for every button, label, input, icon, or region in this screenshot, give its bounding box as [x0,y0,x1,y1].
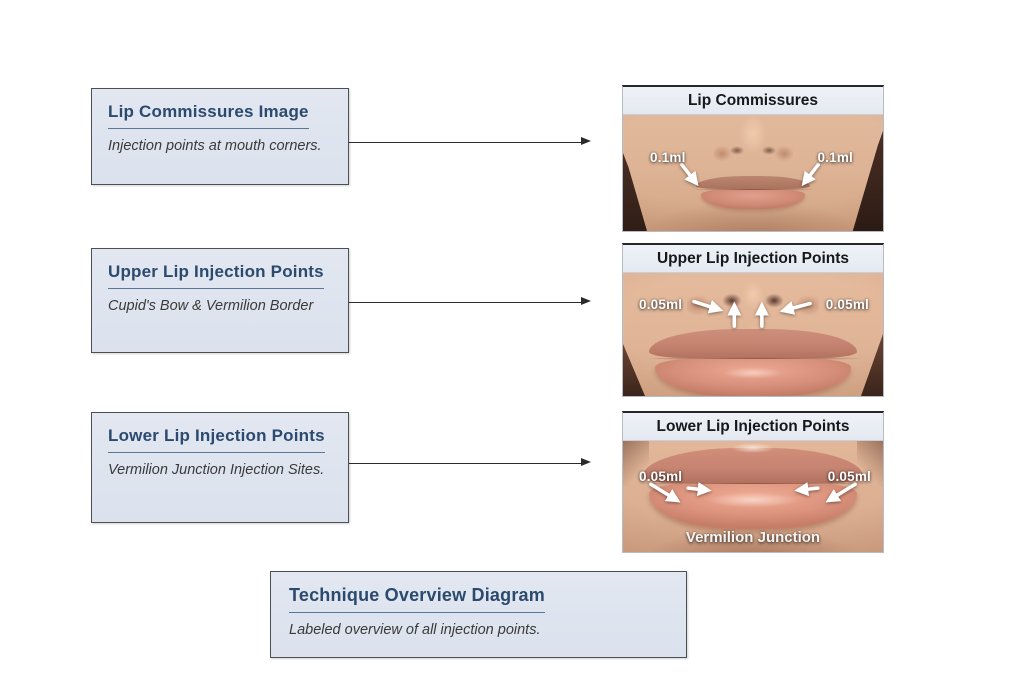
nose-illustration [687,273,819,325]
edge-shading [623,441,649,487]
vermilion-junction-caption: Vermilion Junction [685,529,821,546]
panel-title: Lip Commissures [623,87,883,115]
connector-arrow-icon [349,297,591,306]
lower-lip-shape [649,484,857,529]
face-photo-upper-lip: 0.05ml 0.05ml [623,273,883,396]
annotation-title: Lower Lip Injection Points [108,426,325,453]
annotation-subtitle: Cupid's Bow & Vermilion Border [108,298,314,314]
upper-lip-shape [643,442,863,483]
edge-shading [857,441,883,487]
dosage-label: 0.05ml [639,469,683,484]
lips-illustration [649,329,861,396]
annotation-subtitle: Vermilion Junction Injection Sites. [108,462,325,478]
image-panel-upper-lip: Upper Lip Injection Points [622,243,884,397]
dosage-label: 0.1ml [817,150,853,165]
image-panel-lower-lip: Lower Lip Injection Points 0.05 [622,411,884,553]
injection-arrows-icon [649,482,857,503]
lips-illustration [696,176,812,209]
injection-arrows-icon [692,299,812,328]
dosage-label: 0.05ml [825,297,869,312]
annotation-title: Lip Commissures Image [108,102,309,129]
connector-arrow-icon [349,137,591,146]
annotation-box-lower-lip: Lower Lip Injection Points Vermilion Jun… [91,412,349,523]
face-photo-lip-commissures: 0.1ml 0.1ml [623,115,883,231]
dosage-label: 0.05ml [827,469,871,484]
lower-lip-shape [655,359,851,396]
panel-title: Upper Lip Injection Points [623,245,883,273]
mouth-line-shape [649,357,861,360]
connector-arrow-icon [349,458,591,467]
annotation-box-upper-lip: Upper Lip Injection Points Cupid's Bow &… [91,248,349,353]
annotation-box-lip-commissures: Lip Commissures Image Injection points a… [91,88,349,185]
annotation-title: Technique Overview Diagram [289,585,545,613]
lips-illustration [643,442,867,529]
upper-lip-shape [696,176,810,189]
nose-illustration [713,115,793,164]
annotation-subtitle: Injection points at mouth corners. [108,138,322,154]
panel-title: Lower Lip Injection Points [623,413,883,441]
mouth-line-shape [696,188,812,191]
annotation-subtitle: Labeled overview of all injection points… [289,622,541,638]
dosage-label: 0.1ml [650,150,686,165]
mouth-line-shape [643,482,867,485]
annotation-title: Upper Lip Injection Points [108,262,324,289]
face-photo-lower-lip: 0.05ml 0.05ml Vermilion Junction [623,441,883,552]
image-panel-lip-commissures: Lip Commissures 0.1ml 0.1ml [622,85,884,232]
annotation-box-technique-overview: Technique Overview Diagram Labeled overv… [270,571,687,658]
lower-lip-shape [701,189,805,209]
injection-arrows-icon [680,162,821,187]
dosage-label: 0.05ml [639,297,683,312]
upper-lip-shape [649,329,857,358]
